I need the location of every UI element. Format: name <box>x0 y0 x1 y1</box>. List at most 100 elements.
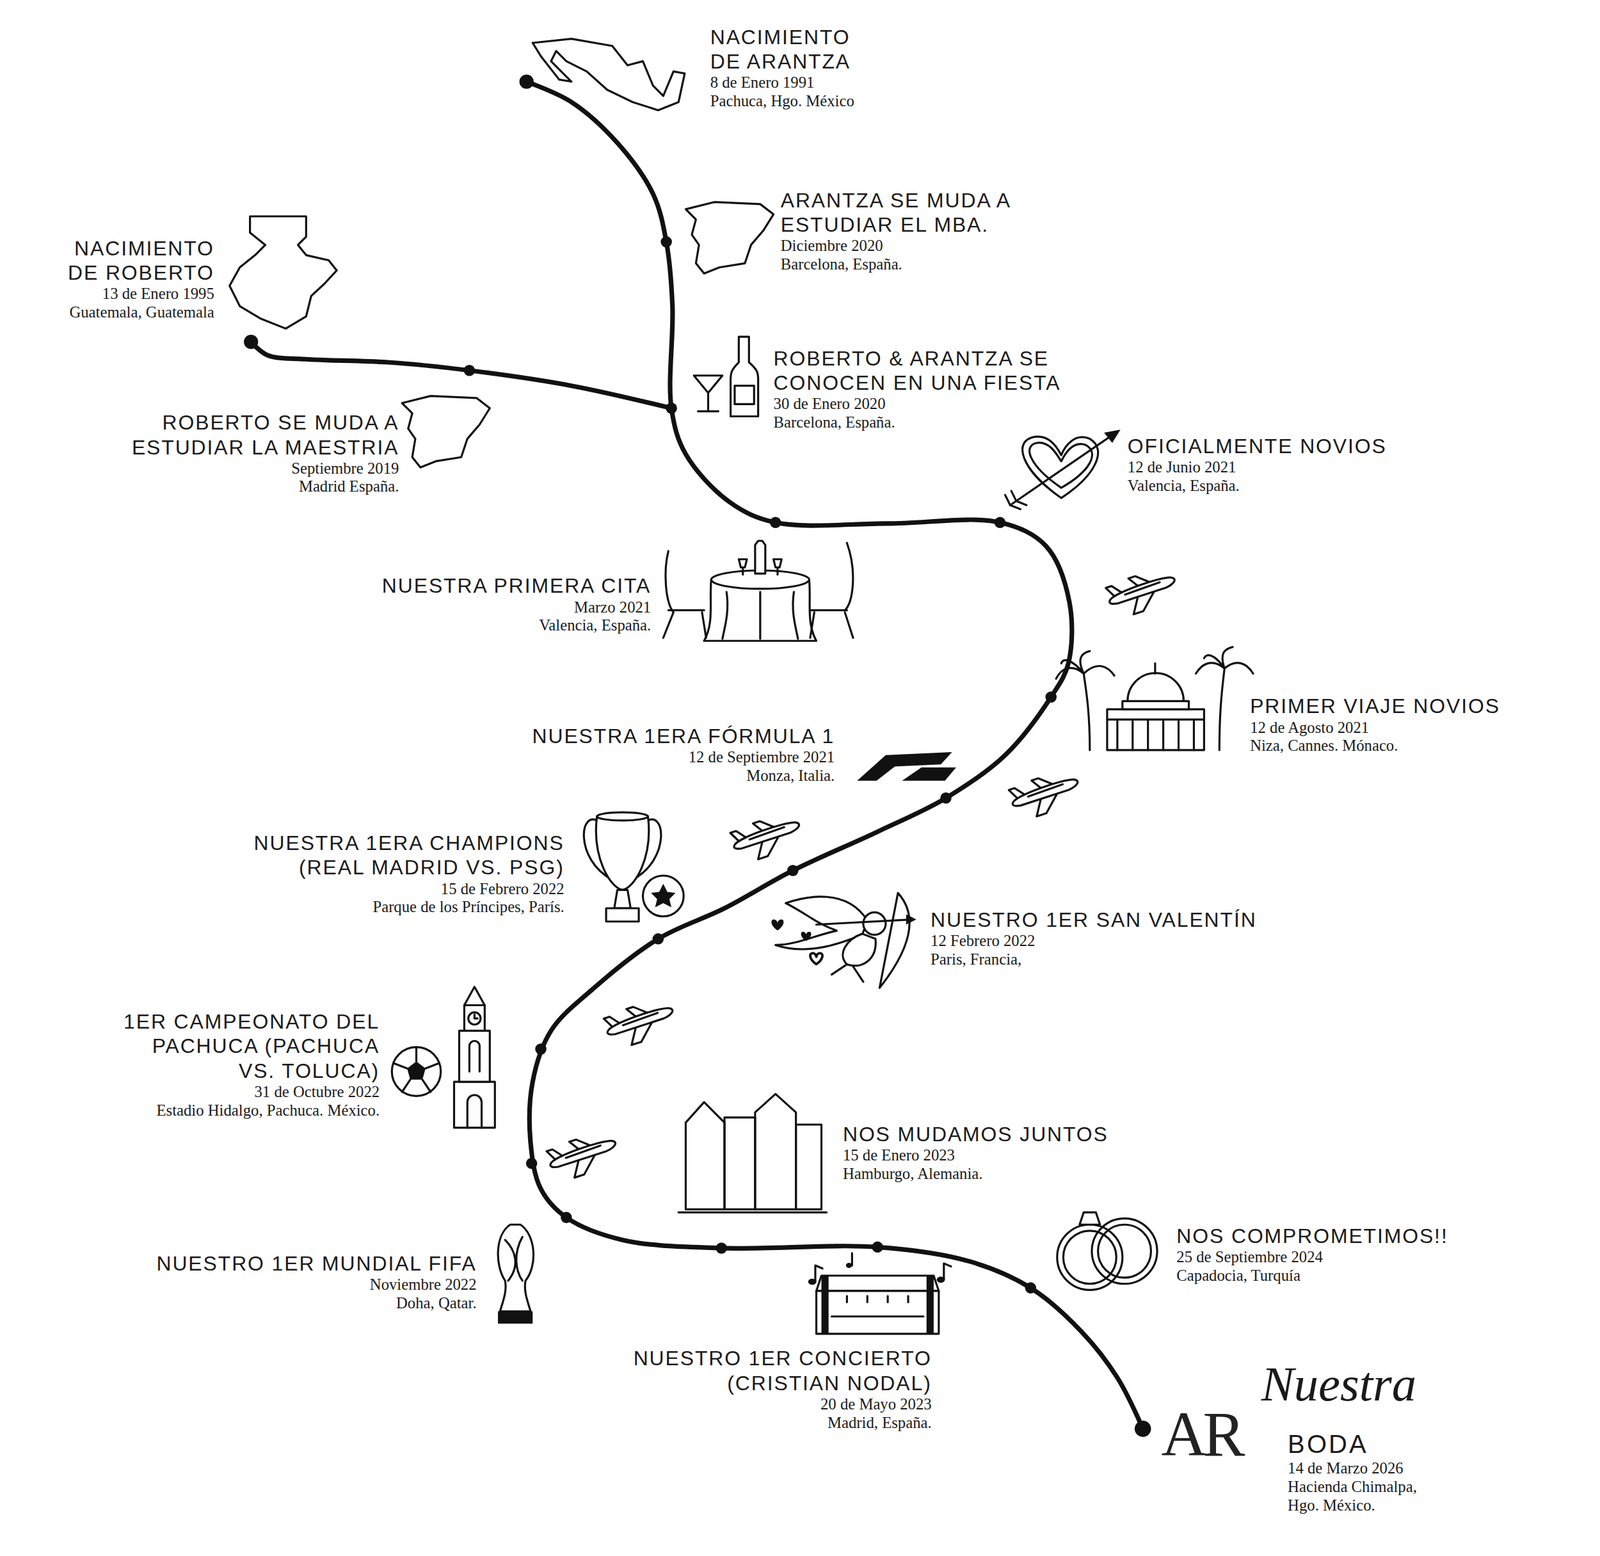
event-detail: 12 de Agosto 2021 <box>1249 718 1501 737</box>
concert-stage-icon <box>926 1275 934 1334</box>
pachuca-clock-icon <box>393 1047 439 1092</box>
world-cup-trophy-icon <box>497 1224 534 1324</box>
f1-logo <box>856 752 957 781</box>
timeline-dot <box>994 517 1007 529</box>
guatemala-map <box>229 216 337 329</box>
timeline-dot <box>1045 691 1057 703</box>
cupid-icon <box>816 919 912 925</box>
event-heading: NUESTRO 1ER CONCIERTO (CRISTIAN NODAL) <box>629 1345 932 1396</box>
event-detail: Monza, Italia. <box>531 766 835 785</box>
event-detail: 12 de Junio 2021 <box>1127 458 1387 477</box>
pachuca-clock-icon <box>467 1014 482 1128</box>
timeline-dot <box>464 364 476 377</box>
airplane-icon <box>545 1128 622 1184</box>
world-cup-trophy-icon <box>497 1311 533 1324</box>
event-label: NUESTRA 1ERA CHAMPIONS (REAL MADRID VS. … <box>250 830 565 917</box>
cupid-icon <box>879 892 910 988</box>
event-label: NUESTRA PRIMERA CITAMarzo 2021Valencia, … <box>382 573 651 635</box>
monaco-building-icon <box>1122 700 1190 710</box>
rings-icon <box>1079 1212 1101 1225</box>
event-heading: NUESTRO 1ER SAN VALENTÍN <box>930 906 1257 932</box>
timeline-dot <box>526 1157 538 1170</box>
monaco-building-icon <box>1107 663 1204 751</box>
monaco-building-icon <box>1056 650 1115 751</box>
cupid-icon <box>810 952 823 964</box>
event-detail: Barcelona, España. <box>780 255 1014 274</box>
dinner-icon <box>663 540 854 641</box>
f1-logo <box>901 767 957 781</box>
event-detail: Niza, Cannes. Mónaco. <box>1249 736 1501 756</box>
event-detail: Parque de los Príncipes, París. <box>250 897 565 917</box>
timeline-dot <box>243 334 258 349</box>
spain-map <box>685 202 774 274</box>
timeline-dot <box>652 933 665 945</box>
event-detail: Pachuca, Hgo. México <box>710 91 857 111</box>
event-detail: Marzo 2021 <box>382 597 651 617</box>
event-heading: ROBERTO & ARANTZA SE CONOCEN EN UNA FIES… <box>773 345 1065 395</box>
concert-stage-icon <box>816 1275 939 1291</box>
event-detail: Hamburgo, Alemania. <box>842 1164 1109 1183</box>
event-detail: Noviembre 2022 <box>156 1275 477 1295</box>
wine-icon <box>730 336 759 416</box>
pachuca-clock-icon <box>464 986 485 1006</box>
concert-stage-icon <box>821 1275 829 1334</box>
event-heading: NOS COMPROMETIMOS!! <box>1176 1223 1448 1248</box>
timeline-dot <box>560 1211 573 1224</box>
event-heading: PRIMER VIAJE NOVIOS <box>1249 693 1501 719</box>
event-detail: 12 de Septiembre 2021 <box>531 748 835 767</box>
event-detail: 25 de Septiembre 2024 <box>1176 1248 1448 1267</box>
pachuca-clock-icon <box>391 986 495 1128</box>
event-label: NACIMIENTO DE ROBERTO13 de Enero 1995Gua… <box>65 235 215 322</box>
monaco-building-icon <box>1056 647 1254 751</box>
monaco-building-icon <box>1107 709 1204 751</box>
event-label: Nuestra <box>1261 1357 1417 1411</box>
event-heading: NOS MUDAMOS JUNTOS <box>842 1121 1109 1146</box>
airplane-icon <box>1104 565 1181 621</box>
event-label: ARANTZA SE MUDA A ESTUDIAR EL MBA.Diciem… <box>780 187 1014 274</box>
timeline-dot <box>1134 1420 1152 1437</box>
rings-icon <box>1057 1212 1158 1290</box>
event-label: OFICIALMENTE NOVIOS12 de Junio 2021Valen… <box>1127 433 1387 496</box>
airplane-icon <box>602 995 679 1051</box>
event-heading: NACIMIENTO DE ROBERTO <box>65 235 215 285</box>
event-detail: 31 de Octubre 2022 <box>120 1082 380 1102</box>
timeline-dot <box>1025 1281 1037 1294</box>
hamburg-houses-icon <box>678 1211 827 1214</box>
timeline-line <box>526 81 1144 1430</box>
champions-trophy-icon <box>606 908 639 922</box>
event-detail: Hacienda Chimalpa, <box>1287 1477 1417 1497</box>
timeline-dot <box>715 1242 728 1254</box>
event-heading: NACIMIENTO DE ARANTZA <box>710 24 857 74</box>
wine-icon <box>693 336 758 416</box>
event-detail: Guatemala, Guatemala <box>65 303 215 322</box>
wedding-heading: BODA <box>1287 1428 1417 1460</box>
airplane-icon <box>1007 766 1084 822</box>
event-heading: NUESTRA 1ERA FÓRMULA 1 <box>531 723 835 748</box>
monaco-building-icon <box>1127 673 1184 702</box>
airplane-icon <box>728 809 806 865</box>
event-label: NUESTRO 1ER SAN VALENTÍN12 Febrero 2022P… <box>930 906 1257 969</box>
event-detail: Madrid, España. <box>629 1413 932 1432</box>
event-detail: Paris, Francia, <box>930 949 1257 969</box>
event-label: 1ER CAMPEONATO DEL PACHUCA (PACHUCA VS. … <box>120 1009 380 1120</box>
champions-trophy-icon <box>642 875 684 917</box>
event-heading: NUESTRA PRIMERA CITA <box>382 573 651 598</box>
cupid-icon <box>771 892 916 988</box>
world-cup-trophy-icon <box>497 1224 534 1312</box>
cupid-icon <box>842 933 876 966</box>
script-title: Nuestra <box>1261 1357 1417 1411</box>
event-label: NOS COMPROMETIMOS!!25 de Septiembre 2024… <box>1176 1223 1448 1286</box>
dinner-icon <box>722 592 799 639</box>
event-label: PRIMER VIAJE NOVIOS12 de Agosto 2021Niza… <box>1249 693 1501 756</box>
airplane-icon <box>1104 565 1181 621</box>
champions-trophy-icon <box>650 883 676 908</box>
concert-stage-icon <box>831 1296 923 1317</box>
event-heading: 1ER CAMPEONATO DEL PACHUCA (PACHUCA VS. … <box>120 1009 380 1083</box>
heart-arrow-icon <box>1004 490 1026 510</box>
pachuca-clock-icon <box>391 1047 441 1097</box>
cupid-icon <box>771 919 784 931</box>
hamburg-houses-icon <box>678 1093 827 1213</box>
cupid-icon <box>906 914 917 925</box>
timeline-dot <box>660 236 672 248</box>
